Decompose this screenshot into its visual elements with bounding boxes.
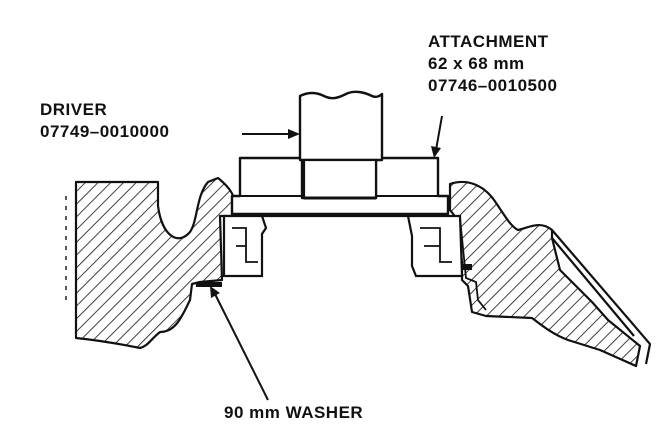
driver-shaft: [298, 90, 384, 162]
washer-arrowhead: [210, 286, 220, 298]
right-housing-inset: [459, 217, 487, 311]
attachment-arrowhead: [431, 146, 441, 158]
driver-title: DRIVER: [40, 100, 108, 119]
driver-part-number: 07749–0010000: [40, 122, 170, 141]
driver-collar: [302, 158, 378, 200]
attachment-title: ATTACHMENT: [428, 32, 549, 51]
right-bearing-detail: [420, 227, 452, 263]
right-housing-section: [448, 180, 642, 368]
driver-label: DRIVER 07749–0010000: [40, 99, 169, 143]
washer: [196, 282, 222, 287]
washer-title: 90 mm WASHER: [224, 403, 364, 422]
attachment-size: 62 x 68 mm: [428, 54, 525, 73]
attachment-part-number: 07746–0010500: [428, 76, 558, 95]
right-bracket-lines: [551, 229, 652, 365]
attachment-leader: [435, 115, 443, 151]
washer-label: 90 mm WASHER: [224, 402, 363, 424]
left-housing-section: [74, 176, 238, 350]
driver-arrowhead: [288, 129, 300, 139]
left-bearing-detail: [232, 227, 258, 263]
washer-leader: [213, 291, 269, 401]
washer-right: [462, 264, 472, 270]
attachment-label: ATTACHMENT 62 x 68 mm 07746–0010500: [428, 31, 557, 97]
